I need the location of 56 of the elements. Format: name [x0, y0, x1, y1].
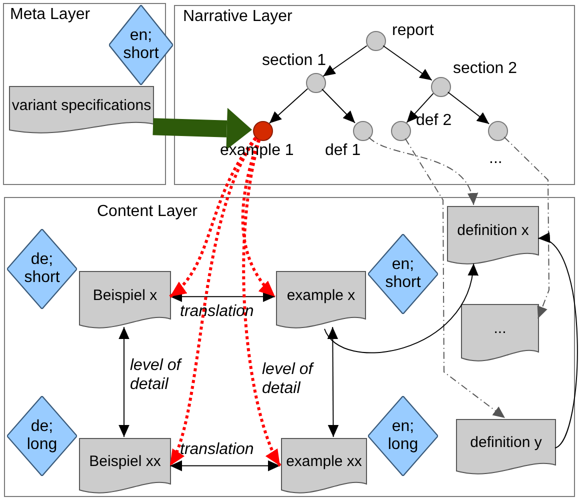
variant-label: en; short — [122, 27, 160, 63]
document-text: ... — [494, 320, 506, 338]
document-text: Beispiel x — [92, 288, 158, 304]
variant-diamond — [7, 396, 77, 476]
variant-label: de; short — [23, 251, 61, 287]
arrow — [322, 45, 368, 77]
arrow — [268, 88, 308, 124]
node-label: section 2 — [453, 60, 518, 78]
variant-diamond — [368, 234, 438, 314]
variant-label: de; long — [26, 418, 58, 454]
arrow — [118, 326, 130, 438]
tree-node-circle — [306, 73, 326, 93]
arrow — [406, 92, 434, 124]
dotted-arrow — [168, 137, 258, 466]
document-text: definition x — [457, 223, 529, 240]
arrow — [170, 460, 280, 472]
tree-node-circle — [431, 77, 451, 97]
variant-diamond — [7, 229, 77, 309]
dotted-arrow — [169, 136, 257, 298]
document-text: Beispiel xx — [89, 454, 161, 470]
variant-label: en; short — [384, 256, 422, 292]
edge-label: level of detail — [130, 356, 183, 394]
variant-label: en; long — [386, 418, 420, 454]
layer-title: Content Layer — [97, 203, 198, 221]
edge-label: translation — [180, 440, 254, 460]
node-label: section 1 — [262, 52, 326, 70]
dash-dot-arrow — [504, 136, 550, 319]
arrow — [382, 45, 432, 81]
node-label: def 1 — [325, 142, 361, 160]
layer-title: Narrative Layer — [183, 8, 292, 26]
document-text: example x — [286, 288, 356, 304]
layer-title: Meta Layer — [10, 6, 90, 24]
document-text: definition y — [470, 434, 542, 452]
edge-label: level of detail — [262, 360, 315, 398]
tree-node-circle — [353, 121, 373, 141]
node-label: ... — [489, 150, 502, 168]
dash-dot-arrow — [368, 136, 477, 206]
tree-node-circle — [488, 121, 508, 141]
block-arrow — [152, 108, 252, 150]
tree-node-circle — [253, 121, 273, 141]
arrow — [322, 88, 356, 124]
layer-panel — [174, 5, 575, 185]
document-text: example xx — [286, 454, 362, 470]
node-label: def 2 — [416, 112, 452, 130]
tree-node-circle — [366, 31, 386, 51]
node-label: report — [392, 22, 434, 40]
dash-dot-arrow — [404, 138, 506, 418]
arrow — [170, 291, 276, 302]
dotted-arrow — [242, 139, 282, 466]
variant-diamond — [368, 396, 438, 476]
arrow — [327, 326, 339, 438]
tree-node-circle — [391, 121, 411, 141]
layer-panel — [4, 197, 575, 497]
arrow — [324, 263, 478, 354]
arrow — [447, 92, 490, 124]
document-text: variant specifications — [12, 98, 152, 114]
